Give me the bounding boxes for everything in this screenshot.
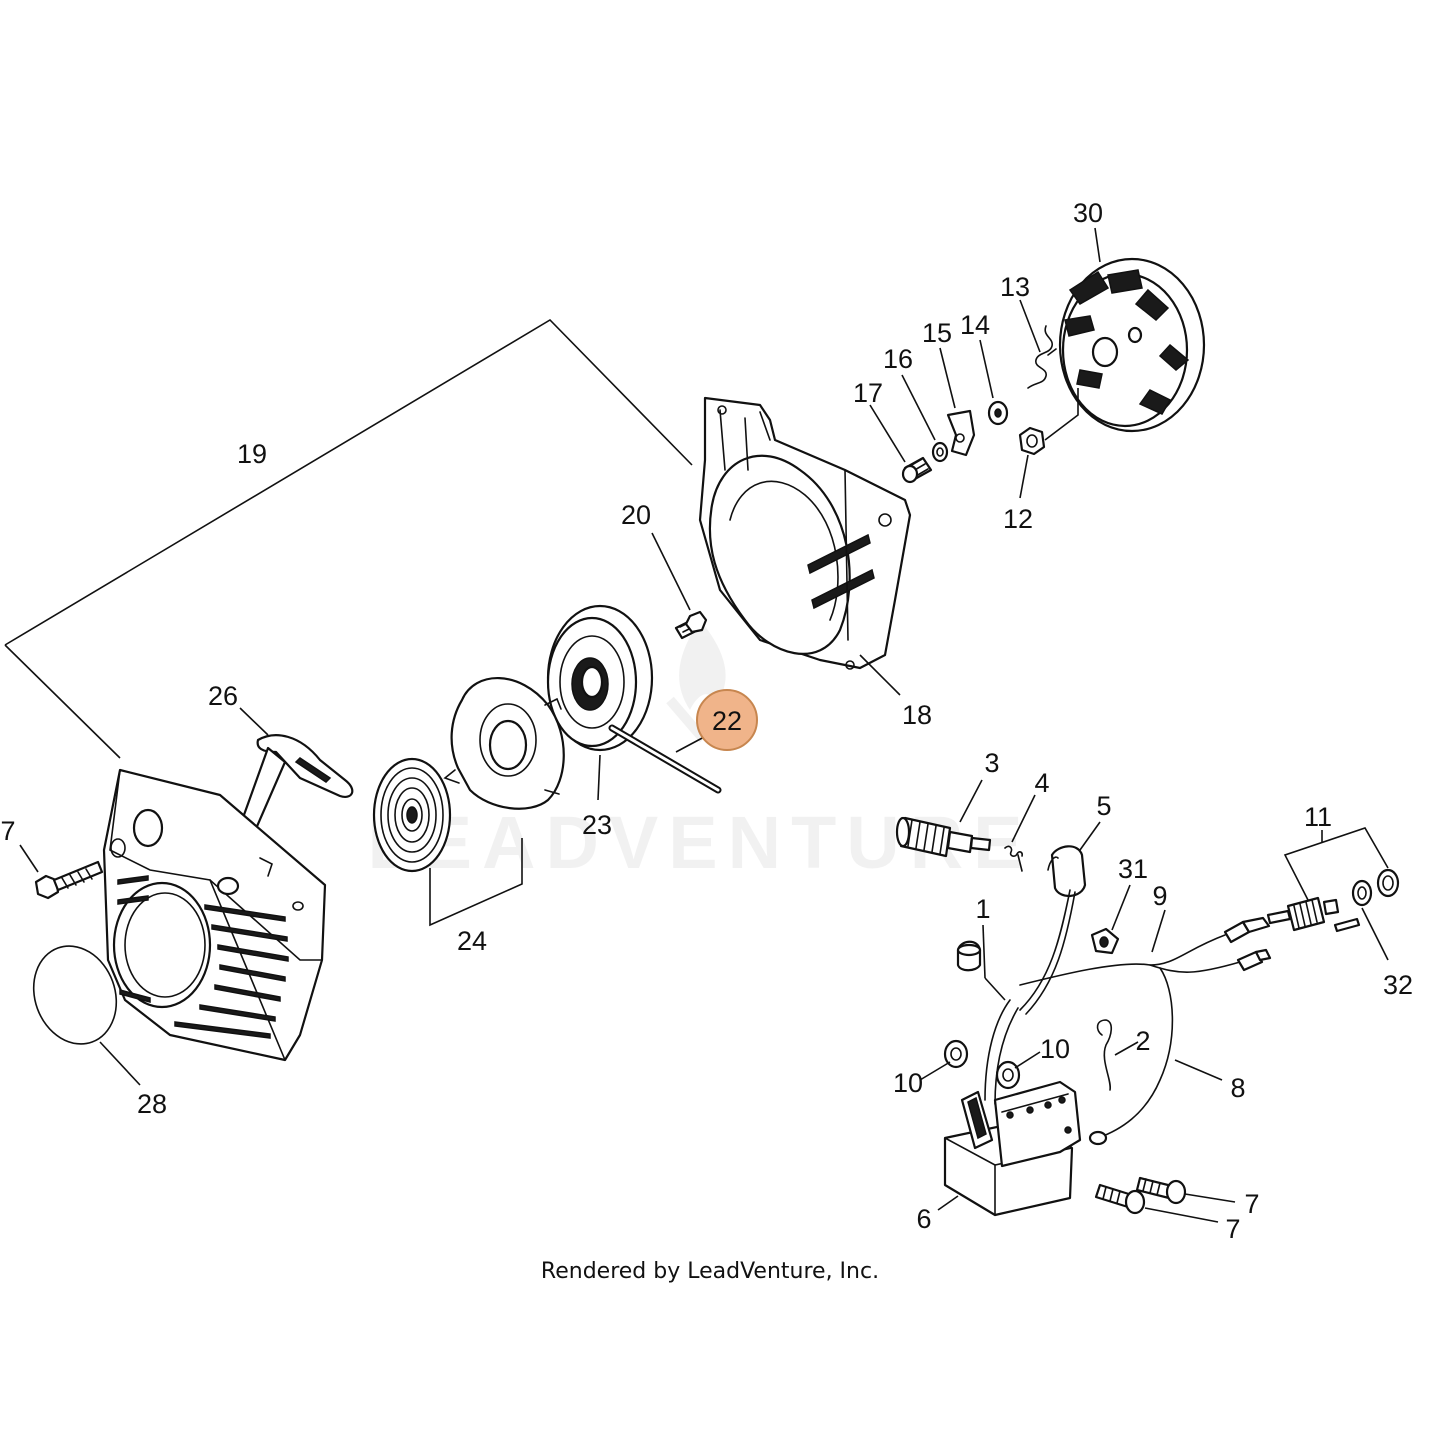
- callout-19[interactable]: 19: [237, 439, 267, 469]
- callout-4[interactable]: 4: [1034, 768, 1049, 798]
- connector-part-11: [1266, 896, 1361, 933]
- callout-18[interactable]: 18: [902, 700, 932, 730]
- washer-part-14: [987, 400, 1009, 426]
- screw-part-7-lower: [1094, 1183, 1146, 1215]
- fan-housing-part-18: [698, 396, 912, 670]
- callout-10-right[interactable]: 10: [1040, 1034, 1070, 1064]
- flywheel-part-30: [1058, 257, 1206, 433]
- footer-credit: Rendered by LeadVenture, Inc.: [541, 1259, 879, 1284]
- recoil-cover-part-24: [372, 757, 452, 873]
- callout-13[interactable]: 13: [1000, 272, 1030, 302]
- callout-3[interactable]: 3: [984, 748, 999, 778]
- callout-5[interactable]: 5: [1096, 791, 1111, 821]
- spring-part-4: [1004, 845, 1023, 872]
- callout-24[interactable]: 24: [457, 926, 487, 956]
- screw-part-7-left: [34, 860, 104, 900]
- nut-part-12: [1018, 426, 1046, 456]
- washer-part-11-a: [1351, 879, 1373, 907]
- callout-22[interactable]: 22: [712, 706, 742, 736]
- callout-30[interactable]: 30: [1073, 198, 1103, 228]
- grommet-part-1: [956, 940, 982, 972]
- spring-case-part-24: [443, 677, 565, 810]
- callout-14[interactable]: 14: [960, 310, 990, 340]
- washer-part-11-b: [1376, 868, 1400, 898]
- callout-6[interactable]: 6: [916, 1204, 931, 1234]
- ring-part-28: [32, 945, 118, 1045]
- starter-rope-part-22: [608, 724, 722, 794]
- callout-7-lower[interactable]: 7: [1225, 1214, 1240, 1244]
- bracket-19-left-leg: [4, 644, 121, 759]
- grommet-part-31: [1090, 927, 1120, 955]
- callout-16[interactable]: 16: [883, 344, 913, 374]
- screw-part-7-upper: [1135, 1176, 1187, 1205]
- washer-part-10-right: [995, 1060, 1021, 1090]
- pulley-part-23: [546, 604, 654, 752]
- washer-part-16: [931, 441, 949, 463]
- pawl-part-15: [946, 409, 976, 457]
- bolt-part-17: [901, 456, 933, 484]
- washer-part-10-left: [943, 1039, 969, 1069]
- ignition-coil-part-6: [943, 1080, 1082, 1217]
- callout-23[interactable]: 23: [582, 810, 612, 840]
- spark-plug-part-3: [895, 816, 992, 858]
- starter-housing-part-19: [102, 768, 327, 1062]
- callout-22-highlight[interactable]: 22: [696, 689, 758, 751]
- callout-20[interactable]: 20: [621, 500, 651, 530]
- screw-part-20: [674, 610, 708, 640]
- plug-boot-part-5: [1047, 845, 1087, 897]
- callout-31[interactable]: 31: [1118, 854, 1148, 884]
- spring-part-13: [1027, 325, 1057, 389]
- wire-harness-part-9: [984, 889, 1272, 1146]
- callout-9[interactable]: 9: [1152, 881, 1167, 911]
- callout-11[interactable]: 11: [1304, 802, 1332, 832]
- bracket-19: [4, 318, 693, 646]
- callout-12[interactable]: 12: [1003, 504, 1033, 534]
- callout-15[interactable]: 15: [922, 318, 952, 348]
- callout-28[interactable]: 28: [137, 1089, 167, 1119]
- callout-2[interactable]: 2: [1135, 1026, 1150, 1056]
- callout-10-left[interactable]: 10: [893, 1068, 923, 1098]
- callout-7-upper[interactable]: 7: [1244, 1189, 1259, 1219]
- callout-8[interactable]: 8: [1230, 1073, 1245, 1103]
- callout-17[interactable]: 17: [853, 378, 883, 408]
- callout-1[interactable]: 1: [975, 894, 990, 924]
- callout-7-left[interactable]: 7: [0, 816, 15, 846]
- clip-part-2: [1096, 1019, 1113, 1091]
- callout-26[interactable]: 26: [208, 681, 238, 711]
- callout-32[interactable]: 32: [1383, 970, 1413, 1000]
